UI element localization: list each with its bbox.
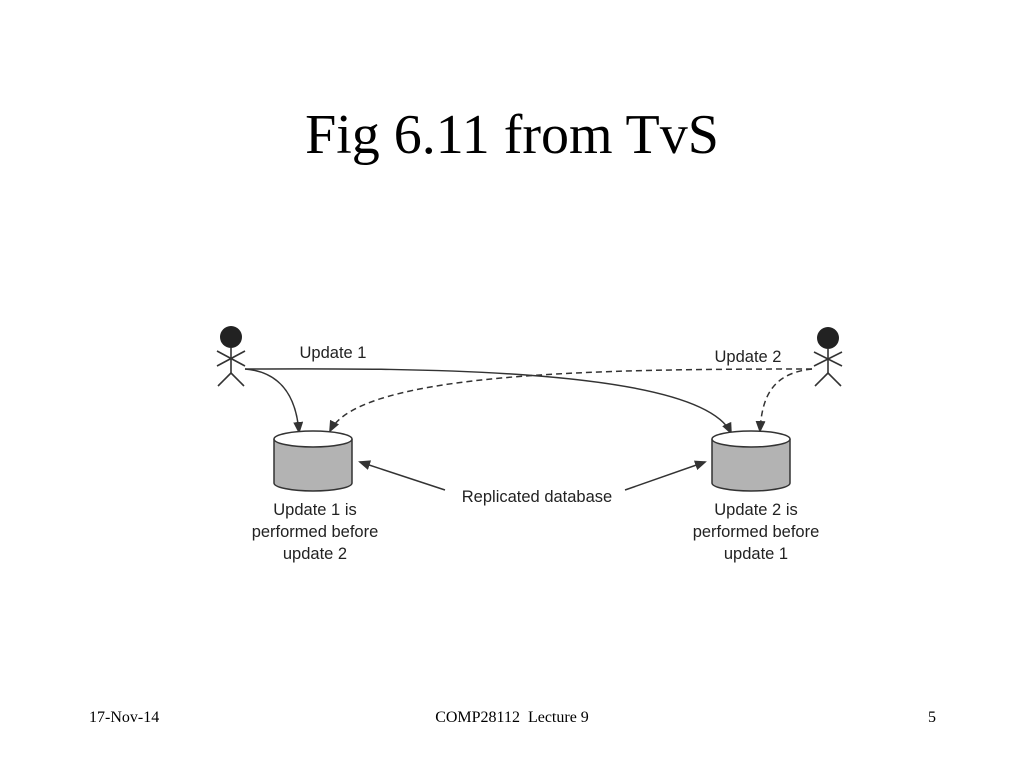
left-db-caption-line-2: performed before	[252, 523, 379, 541]
replicated-database-label: Replicated database	[462, 488, 612, 506]
footer-course: COMP28112 Lecture 9	[435, 709, 589, 726]
right-db-caption-line-1: Update 2 is	[714, 501, 797, 519]
update-1-arrow-to-right-db	[244, 368, 732, 435]
left-db-caption-line-1: Update 1 is	[273, 501, 356, 519]
footer-page-number: 5	[928, 709, 936, 726]
replicated-arrow-right	[624, 460, 707, 491]
update-2-arrow-to-left-db	[329, 368, 813, 433]
right-db-caption-line-2: performed before	[693, 523, 820, 541]
update-2-label: Update 2	[715, 348, 782, 366]
update-1-label: Update 1	[300, 344, 367, 362]
left-db-caption-line-3: update 2	[283, 545, 347, 563]
footer-date: 17-Nov-14	[89, 709, 160, 726]
person-icon-right	[813, 327, 843, 387]
right-db-caption-line-3: update 1	[724, 545, 788, 563]
person-icon-left	[216, 326, 246, 387]
database-icon-left	[273, 430, 353, 492]
update-1-arrow-to-left-db	[244, 368, 304, 434]
database-icon-right	[711, 430, 791, 492]
replicated-arrow-left	[358, 460, 446, 491]
slide-title: Fig 6.11 from TvS	[305, 104, 719, 166]
update-2-arrow-to-right-db	[755, 368, 813, 433]
